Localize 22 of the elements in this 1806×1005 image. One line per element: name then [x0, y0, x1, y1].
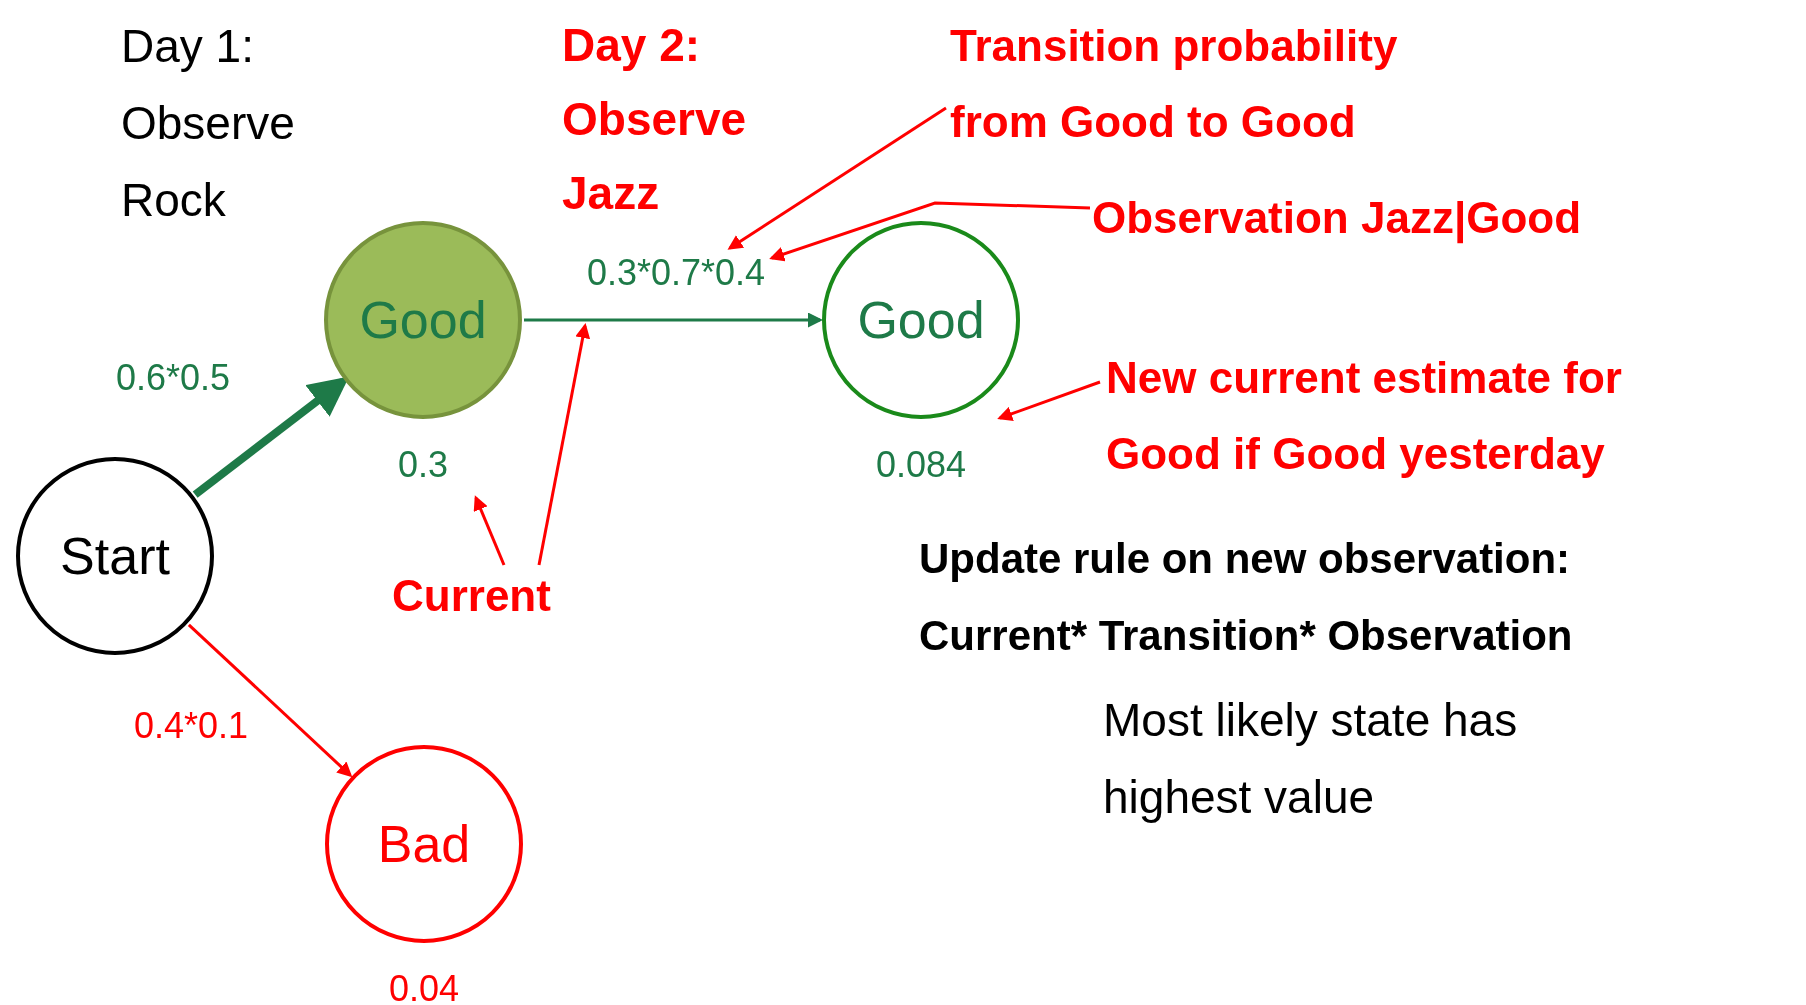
probability-value: 0.04	[388, 968, 460, 1005]
leader-line	[537, 323, 591, 566]
state-label: Bad	[377, 814, 471, 874]
annotation-text: Transition probability from Good to Good	[950, 8, 1480, 160]
arrow	[187, 623, 353, 778]
state-label: Start	[60, 526, 170, 586]
day-heading: Day 2: Observe Jazz	[562, 18, 748, 221]
probability-value: 0.084	[875, 444, 967, 486]
leader-line	[473, 495, 506, 566]
leader-line	[769, 201, 1091, 262]
state-label: Good	[359, 290, 487, 350]
arrow	[524, 312, 823, 328]
note-text: Most likely state has highest value	[1103, 693, 1519, 825]
annotation-text: Current	[392, 566, 592, 626]
day-heading: Day 1: Observe Rock	[121, 19, 296, 228]
rule-text: Update rule on new observation: Current* Transition* Observation	[919, 534, 1574, 661]
leader-line	[997, 380, 1101, 421]
leader-line	[727, 106, 947, 250]
probability-value: 0.3	[398, 444, 448, 486]
state-label: Good	[857, 290, 985, 350]
annotation-text: New current estimate for Good if Good yesterday	[1106, 340, 1716, 492]
annotation-text: Observation Jazz|Good	[1092, 180, 1792, 256]
